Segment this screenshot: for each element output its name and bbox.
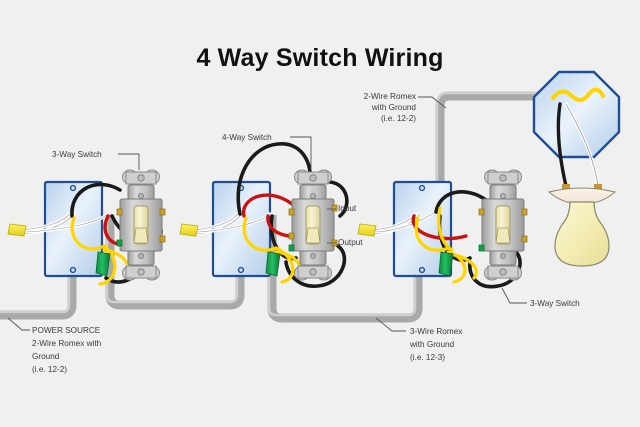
leader-switch-middle xyxy=(290,136,312,170)
fixture-wires xyxy=(556,102,602,189)
leader-power-source xyxy=(7,317,30,331)
leader-romex-3wire xyxy=(375,317,406,332)
label-3way-switch-left: 3-Way Switch xyxy=(52,150,102,159)
toggle-switch-left[interactable] xyxy=(116,169,166,281)
label-4way-switch: 4-Way Switch xyxy=(222,133,272,142)
label-romex-3wire-line1: 3-Wire Romex xyxy=(410,327,463,336)
cable-box2-to-box3 xyxy=(267,215,423,323)
light-bulb-fixture xyxy=(547,187,617,267)
label-romex-2wire-top-line1: 2-Wire Romex xyxy=(363,92,416,101)
label-romex-3wire-line3: (i.e. 12-3) xyxy=(410,353,446,362)
label-3way-switch-right: 3-Way Switch xyxy=(530,299,580,308)
leader-switch-left xyxy=(118,153,140,170)
label-romex-2wire-top-line2: with Ground xyxy=(371,103,416,112)
cable-highlights xyxy=(0,91,556,317)
leader-switch-right xyxy=(501,287,527,304)
toggle-switch-middle[interactable] xyxy=(288,169,338,281)
label-power-source-line4: (i.e. 12-2) xyxy=(32,365,68,374)
label-power-source-line2: 2-Wire Romex with xyxy=(32,339,102,348)
label-power-source-line3: Ground xyxy=(32,352,60,361)
label-power-source-line1: POWER SOURCE xyxy=(32,326,101,335)
cable-power-source xyxy=(0,215,77,320)
page-title: 4 Way Switch Wiring xyxy=(196,44,444,72)
cable-runs xyxy=(0,91,556,323)
toggle-switch-right[interactable] xyxy=(478,169,528,281)
label-input: Input xyxy=(338,204,357,213)
label-romex-3wire-line2: with Ground xyxy=(410,340,455,349)
wires-switch-right xyxy=(357,190,522,289)
cable-box3-to-ceiling xyxy=(435,91,556,212)
cable-box1-to-box2 xyxy=(105,215,245,310)
label-output: Output xyxy=(338,238,363,247)
leader-lines xyxy=(7,96,527,332)
leader-romex-top xyxy=(418,96,447,109)
wires-switch-left xyxy=(7,182,163,286)
wires-switch-middle xyxy=(179,142,349,288)
label-romex-2wire-top-line3: (i.e. 12-2) xyxy=(380,114,416,123)
ceiling-junction-box xyxy=(532,70,621,159)
